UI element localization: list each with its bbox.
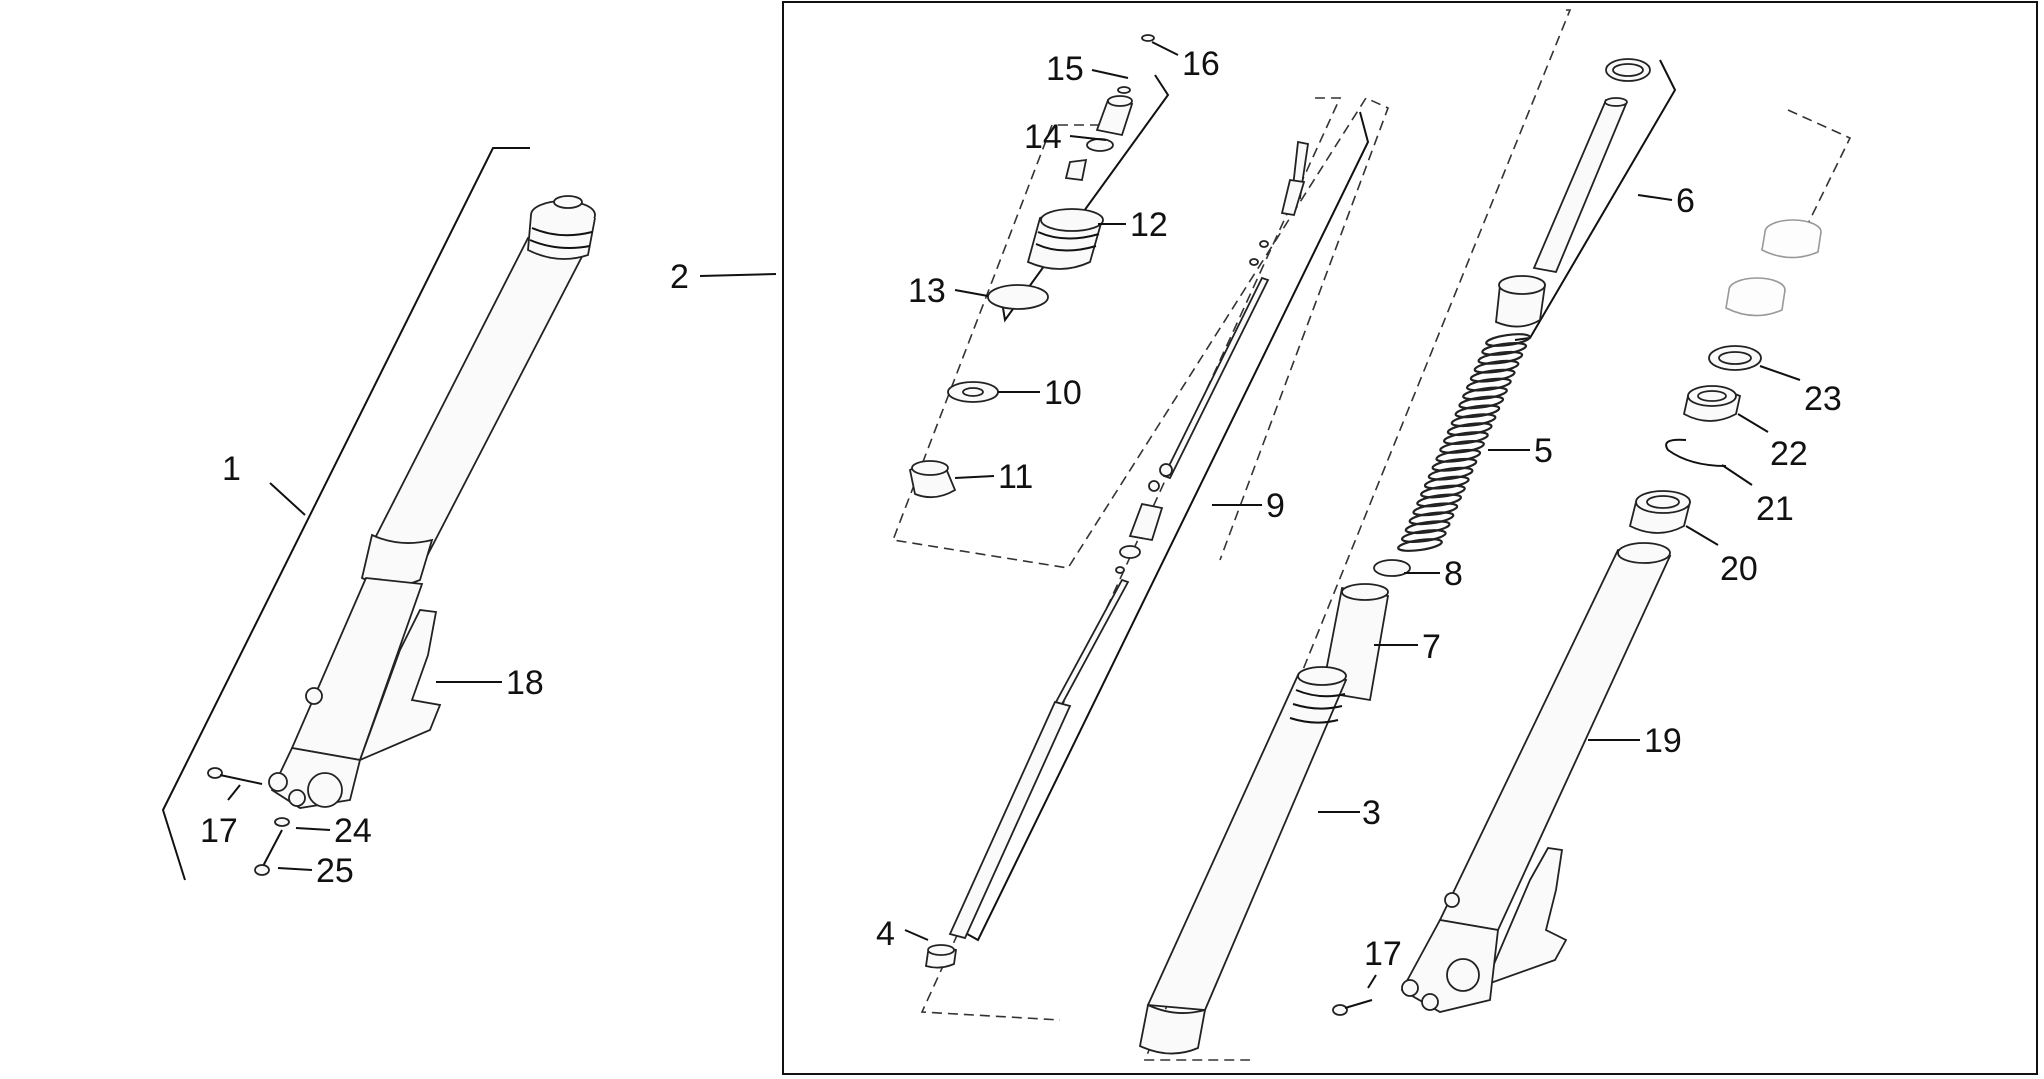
label-6: 6 [1676,182,1695,220]
leader-lines [227,41,1801,989]
part-6-tube [1532,98,1628,274]
fork-tube-bottom [1138,1003,1207,1055]
part-15-oring [1117,86,1131,94]
label-18: 18 [506,664,544,702]
rod-top-sleeve [1280,178,1306,217]
spring-coil [1400,529,1447,544]
label-2: 2 [670,258,689,296]
label-10: 10 [1044,374,1082,412]
spring-coil [1454,404,1501,419]
spring-coil [1420,484,1466,499]
label-14: 14 [1024,118,1062,156]
slider-axle-hole [1446,958,1480,992]
spring-coil [1439,440,1485,454]
callout-labels: 1 2 3 4 5 6 7 8 9 10 11 12 13 14 15 16 1… [200,45,1842,973]
part-16-washer [1141,34,1155,42]
label-17-left: 17 [200,812,238,850]
label-5: 5 [1534,432,1553,470]
slider-group [1332,109,1852,1016]
spring-coil [1431,457,1478,472]
label-8: 8 [1444,555,1463,593]
spring-coil [1450,413,1497,428]
label-23: 23 [1804,380,1842,418]
spring-coil [1408,511,1455,526]
bolt-17-right [1332,999,1373,1016]
spring-coil [1462,386,1508,401]
spring-bracket [1514,59,1677,341]
foot-bolt-hole [288,789,306,807]
spring-coil [1435,448,1482,463]
part-14-oring [1086,138,1114,152]
label-1: 1 [222,450,241,488]
label-15: 15 [1046,50,1084,88]
cap-group-bracket [999,74,1170,323]
spring-coil [1397,538,1443,552]
label-11: 11 [998,458,1033,496]
spring-coil [1427,466,1474,481]
spring-coil [1443,431,1489,445]
valve-piece [1128,502,1164,542]
spring-group [1138,9,1677,1061]
spring-dashed-outline [1143,9,1572,1061]
spring-coil [1423,475,1470,490]
assembly-bracket-line [161,147,530,881]
label-17-right: 17 [1364,935,1402,973]
spring-coil [1404,520,1451,535]
label-20: 20 [1720,550,1758,588]
label-24: 24 [334,812,372,850]
lower-rod [1054,578,1130,706]
cartridge-group [920,97,1370,1021]
label-21: 21 [1756,490,1794,528]
complete-fork-assembly [161,147,596,881]
kit-leader [699,273,777,277]
upper-tube [368,237,590,562]
part-13-oring [987,284,1049,310]
slider-dashed-outline [1787,109,1852,241]
label-25: 25 [316,852,354,890]
washer-24 [274,817,290,827]
long-rod [1162,276,1270,480]
spring-coil [1412,502,1459,517]
label-13: 13 [908,272,946,310]
top-cap-body [527,214,596,260]
slider-side-screw [1444,892,1460,908]
label-16: 16 [1182,45,1220,83]
slider-caliper-bracket [1483,847,1568,987]
part-14-clip [1064,158,1088,181]
spring-coil [1465,377,1512,392]
top-nut [553,195,583,209]
exploded-kit-box [782,1,2038,1075]
cap-components-group [891,34,1390,569]
spring-coil [1446,422,1493,437]
part-21-circlip [1665,438,1727,467]
bolt-25 [254,829,283,876]
spring-coil [1473,359,1520,374]
cartridge-bracket [959,111,1370,942]
label-3: 3 [1362,794,1381,832]
spring-coil [1458,395,1505,410]
spring-coil [1469,368,1516,383]
cartridge-tube [948,700,1072,940]
axle-hole [307,772,343,808]
cap-group-dashed-outline [891,96,1390,569]
caliper-bracket [358,609,442,762]
label-22: 22 [1770,435,1808,473]
side-screw [305,687,323,705]
label-12: 12 [1130,206,1168,244]
spring-coil [1477,350,1524,365]
label-9: 9 [1266,487,1285,525]
label-19: 19 [1644,722,1682,760]
part-3-fork-tube [1146,674,1348,1011]
part-5-spring [1397,333,1531,552]
spring-coil [1481,341,1528,356]
label-4: 4 [876,915,895,953]
label-7: 7 [1422,628,1441,666]
bolt-17-left [207,767,263,785]
spring-coil [1485,333,1531,347]
part-8-ring [1373,559,1411,577]
spring-coil [1416,493,1463,508]
foot-bolt-hole [268,772,288,792]
